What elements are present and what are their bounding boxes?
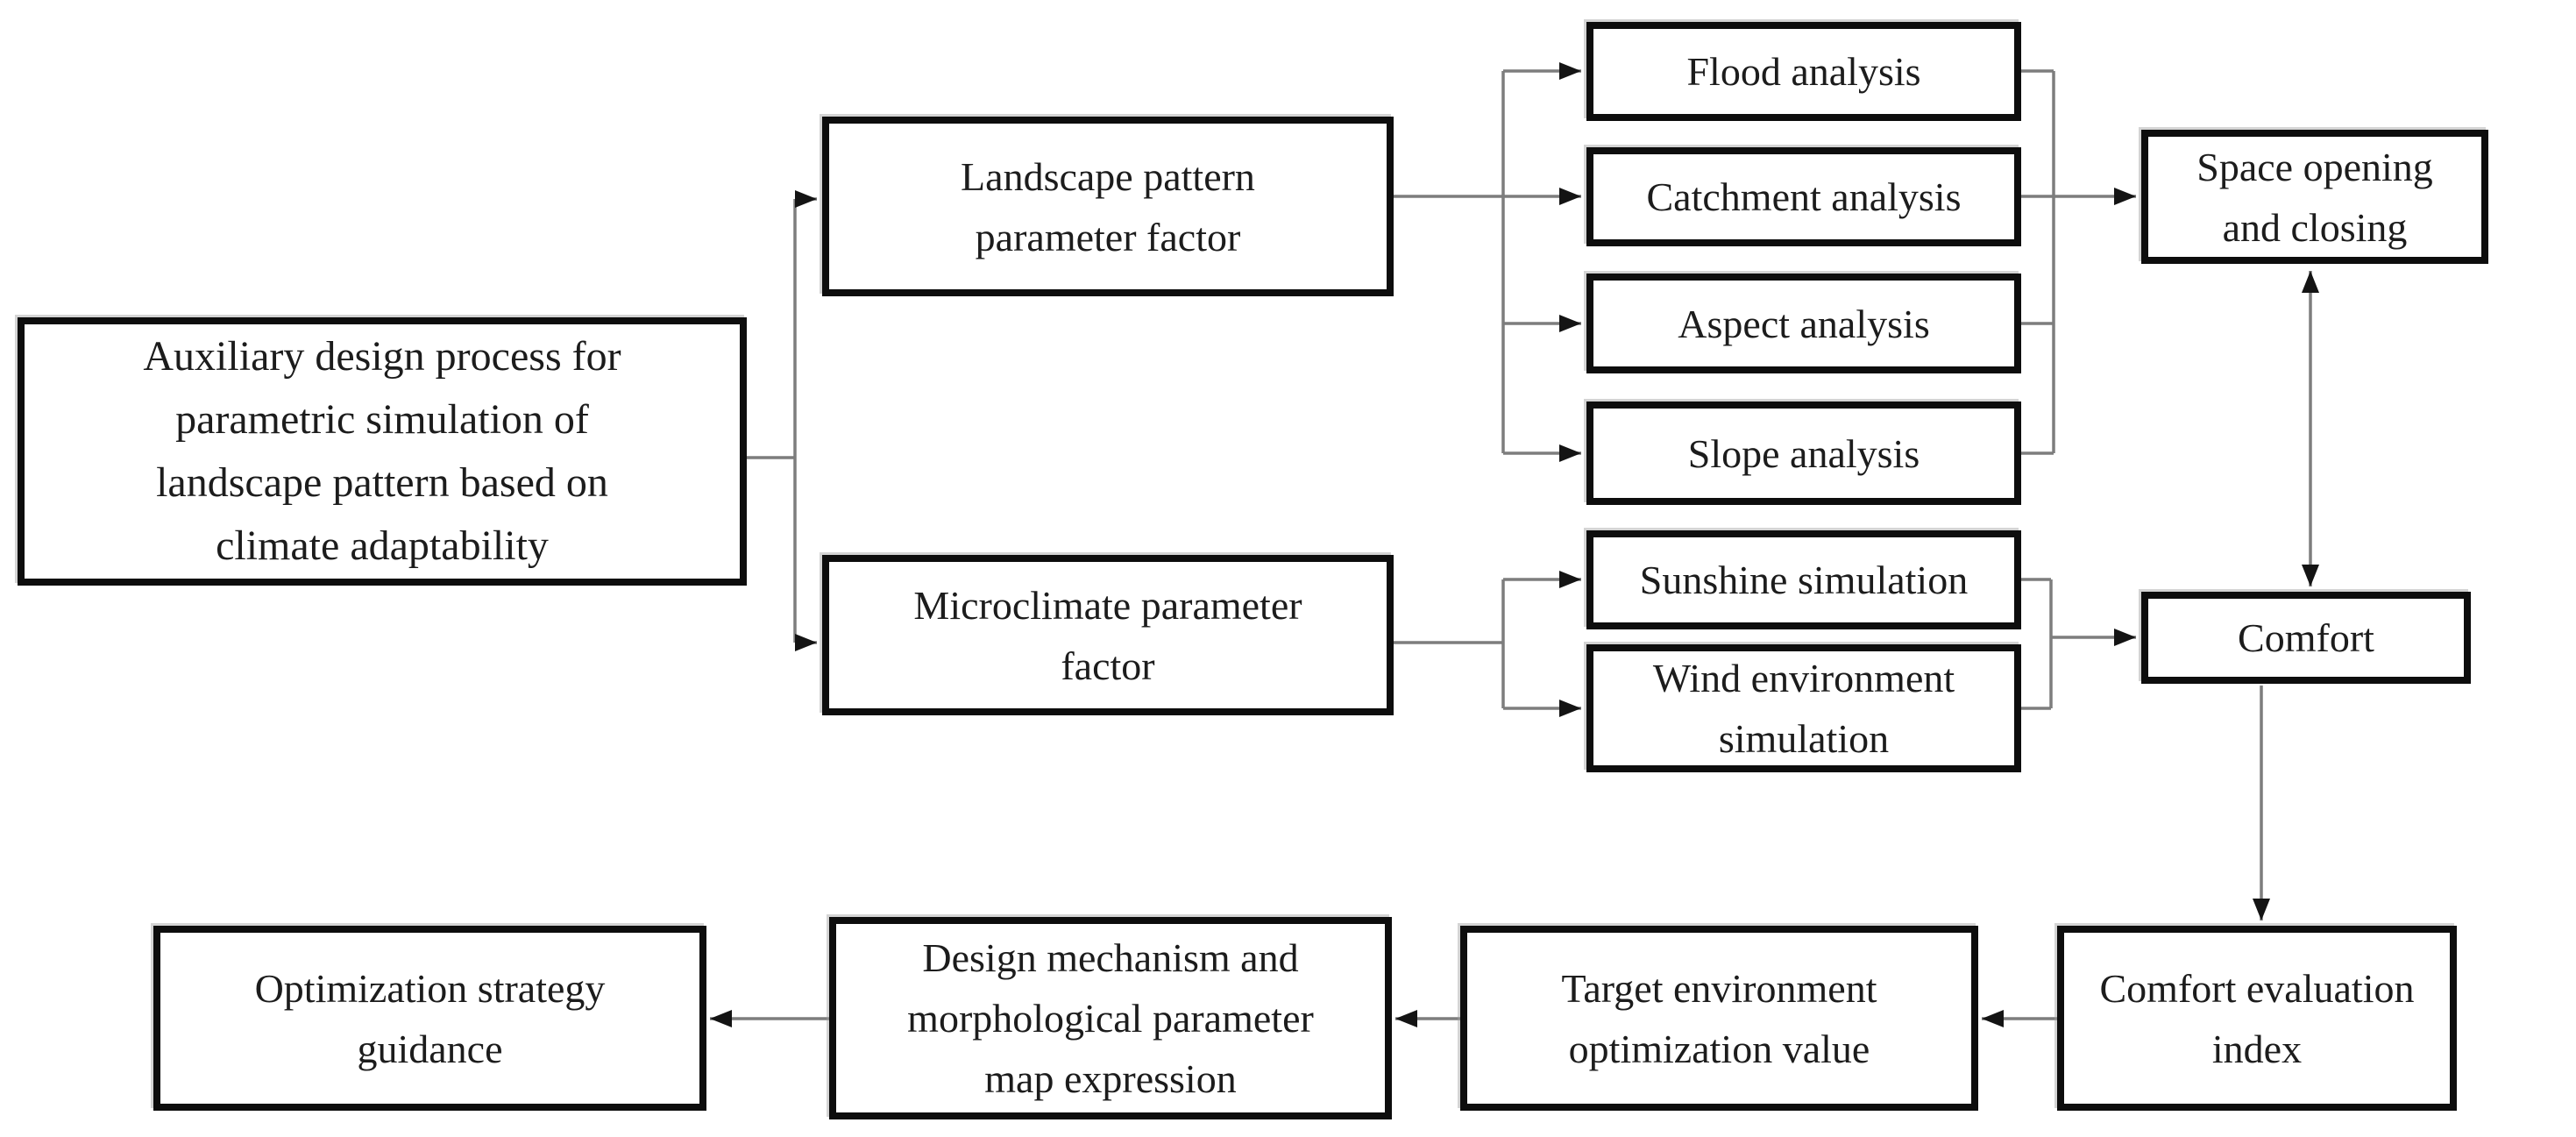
- node-landscape-pattern-parameter-factor-label: Landscape pattern parameter factor: [961, 153, 1255, 259]
- node-wind-environment-simulation: Wind environment simulation: [1586, 644, 2021, 772]
- node-sunshine-simulation: Sunshine simulation: [1586, 530, 2021, 629]
- node-target-environment-optimization-value: Target environment optimization value: [1460, 926, 1978, 1111]
- node-slope-analysis: Slope analysis: [1586, 402, 2021, 505]
- node-design-mechanism-map-expression-label: Design mechanism and morphological param…: [907, 935, 1314, 1101]
- node-optimization-strategy-guidance-label: Optimization strategy guidance: [254, 965, 606, 1071]
- node-comfort-label: Comfort: [2238, 615, 2374, 660]
- node-wind-environment-simulation-label: Wind environment simulation: [1652, 656, 1955, 761]
- node-target-environment-optimization-value-label: Target environment optimization value: [1561, 965, 1877, 1071]
- node-landscape-pattern-parameter-factor: Landscape pattern parameter factor: [822, 117, 1394, 296]
- node-auxiliary-design-process-label: Auxiliary design process for parametric …: [143, 333, 621, 569]
- node-microclimate-parameter-factor: Microclimate parameter factor: [822, 555, 1394, 715]
- node-comfort-evaluation-index-label: Comfort evaluation index: [2099, 965, 2415, 1071]
- node-microclimate-parameter-factor-label: Microclimate parameter factor: [913, 582, 1302, 688]
- node-optimization-strategy-guidance: Optimization strategy guidance: [153, 926, 706, 1111]
- node-aspect-analysis-label: Aspect analysis: [1678, 301, 1930, 346]
- node-space-opening-and-closing-label: Space opening and closing: [2196, 144, 2433, 250]
- node-comfort: Comfort: [2141, 592, 2471, 684]
- node-slope-analysis-label: Slope analysis: [1687, 430, 1920, 476]
- node-aspect-analysis: Aspect analysis: [1586, 274, 2021, 373]
- node-auxiliary-design-process: Auxiliary design process for parametric …: [18, 317, 747, 586]
- node-sunshine-simulation-label: Sunshine simulation: [1639, 558, 1969, 602]
- node-catchment-analysis-label: Catchment analysis: [1646, 174, 1962, 219]
- node-flood-analysis: Flood analysis: [1586, 22, 2021, 121]
- node-flood-analysis-label: Flood analysis: [1686, 49, 1921, 94]
- node-comfort-evaluation-index: Comfort evaluation index: [2057, 926, 2457, 1111]
- node-design-mechanism-map-expression: Design mechanism and morphological param…: [829, 917, 1392, 1119]
- node-catchment-analysis: Catchment analysis: [1586, 147, 2021, 246]
- node-space-opening-and-closing: Space opening and closing: [2141, 130, 2488, 264]
